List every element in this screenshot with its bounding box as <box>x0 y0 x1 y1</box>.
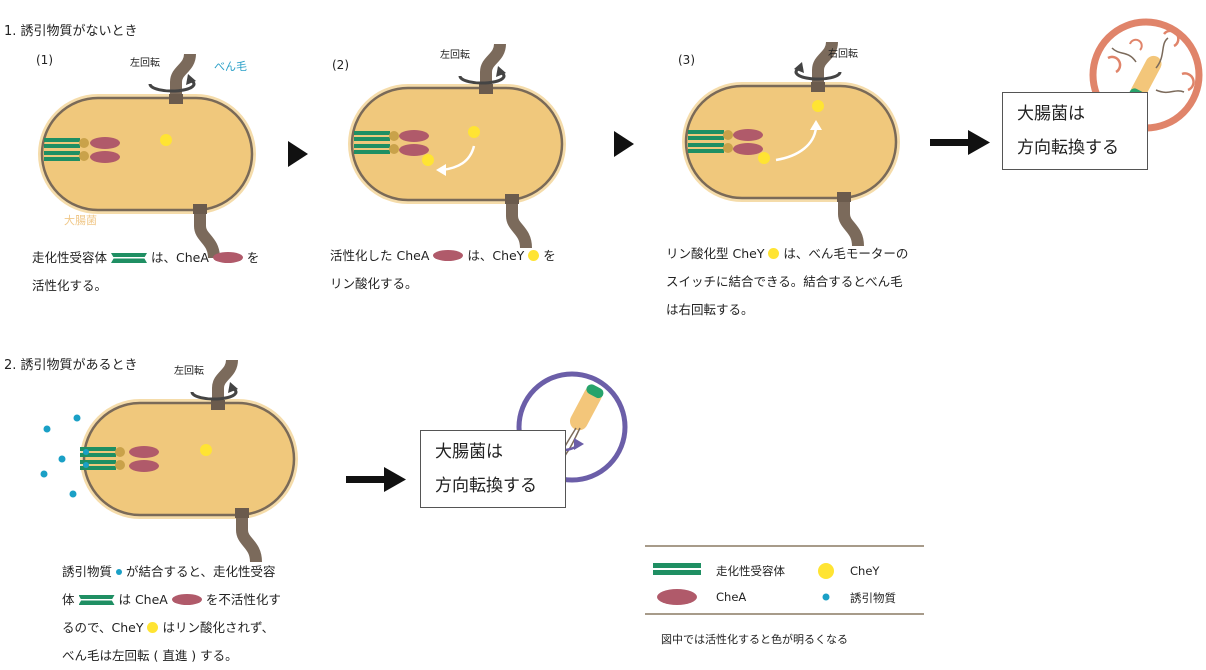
step1-number: (1) <box>36 53 53 67</box>
transfer-arrow-step3 <box>775 127 818 162</box>
chea-inline-icon <box>171 594 202 605</box>
step1-rotation-label: 左回転 <box>130 58 160 69</box>
result-arrow-icon <box>930 130 990 155</box>
step2-caption: 活性化した CheA は、CheY を リン酸化する。 <box>330 248 556 291</box>
legend-receptor-label: 走化性受容体 <box>716 564 785 578</box>
legend-note: 図中では活性化すると色が明るくなる <box>661 633 848 646</box>
receptor-inline-icon <box>111 253 147 263</box>
legend-chea-label: CheA <box>716 590 747 604</box>
result-line2: 方向転換する <box>1017 138 1119 158</box>
cell-step3 <box>680 80 902 204</box>
step3-rotation-label: 右回転 <box>828 49 858 60</box>
legend-chea-symbol <box>657 589 697 605</box>
step2-number: (2) <box>332 58 349 72</box>
chey-section2 <box>200 444 212 456</box>
legend-receptor-symbol <box>653 563 701 575</box>
step2-rotation-label: 左回転 <box>440 50 470 61</box>
receptor-inline-icon <box>78 595 115 605</box>
result-line1: 大腸菌は <box>1017 104 1085 124</box>
transfer-arrowhead-step2 <box>436 164 446 176</box>
result-box-run: 大腸菌は 方向転換する <box>420 430 566 508</box>
step3-number: (3) <box>678 53 695 67</box>
chey-step2-before <box>468 126 480 138</box>
chey-inline-icon <box>147 622 159 633</box>
chea-inline-icon <box>212 252 243 263</box>
result-line2: 方向転換する <box>435 476 537 496</box>
chey-step3-phos <box>758 152 770 164</box>
next-step-triangle-icon <box>288 141 308 167</box>
next-step-triangle-icon <box>614 131 634 157</box>
cell-section2 <box>78 397 300 521</box>
chey-step3-bound <box>812 100 824 112</box>
flagellum-bottom-step2 <box>505 194 526 248</box>
result-box-tumble: 大腸菌は 方向転換する <box>1002 92 1148 170</box>
chey-step2-after <box>422 154 434 166</box>
result-line1: 大腸菌は <box>435 442 503 462</box>
section2-rotation-label: 左回転 <box>174 366 204 377</box>
step1-caption: 走化性受容体 は、CheA を 活性化する。 <box>32 250 260 293</box>
attractant-molecules <box>40 414 89 498</box>
legend-attractant-label: 誘引物質 <box>850 591 896 605</box>
chey-step1 <box>160 134 172 146</box>
section2-title: 2. 誘引物質があるとき <box>4 358 138 373</box>
chey-inline-icon <box>528 250 540 261</box>
legend-chey-symbol <box>818 563 834 579</box>
cell-name-label: 大腸菌 <box>64 214 97 227</box>
section1-title: 1. 誘引物質がないとき <box>4 24 138 39</box>
chey-inline-icon <box>768 248 780 259</box>
section2-caption: 誘引物質 が結合すると、走化性受容 体 は CheA を不活性化す るので、Ch… <box>62 564 281 663</box>
flagellum-label: べん毛 <box>214 60 247 73</box>
legend-attractant-symbol <box>822 593 830 601</box>
legend-chey-label: CheY <box>850 564 880 578</box>
attractant-inline-icon <box>116 569 122 575</box>
chea-inline-icon <box>433 250 464 261</box>
result-arrow-icon <box>346 467 406 492</box>
transfer-arrowhead-step3 <box>810 120 822 130</box>
step3-caption: リン酸化型 CheY は、べん毛モーターの スイッチに結合できる。結合するとべん… <box>666 246 909 317</box>
